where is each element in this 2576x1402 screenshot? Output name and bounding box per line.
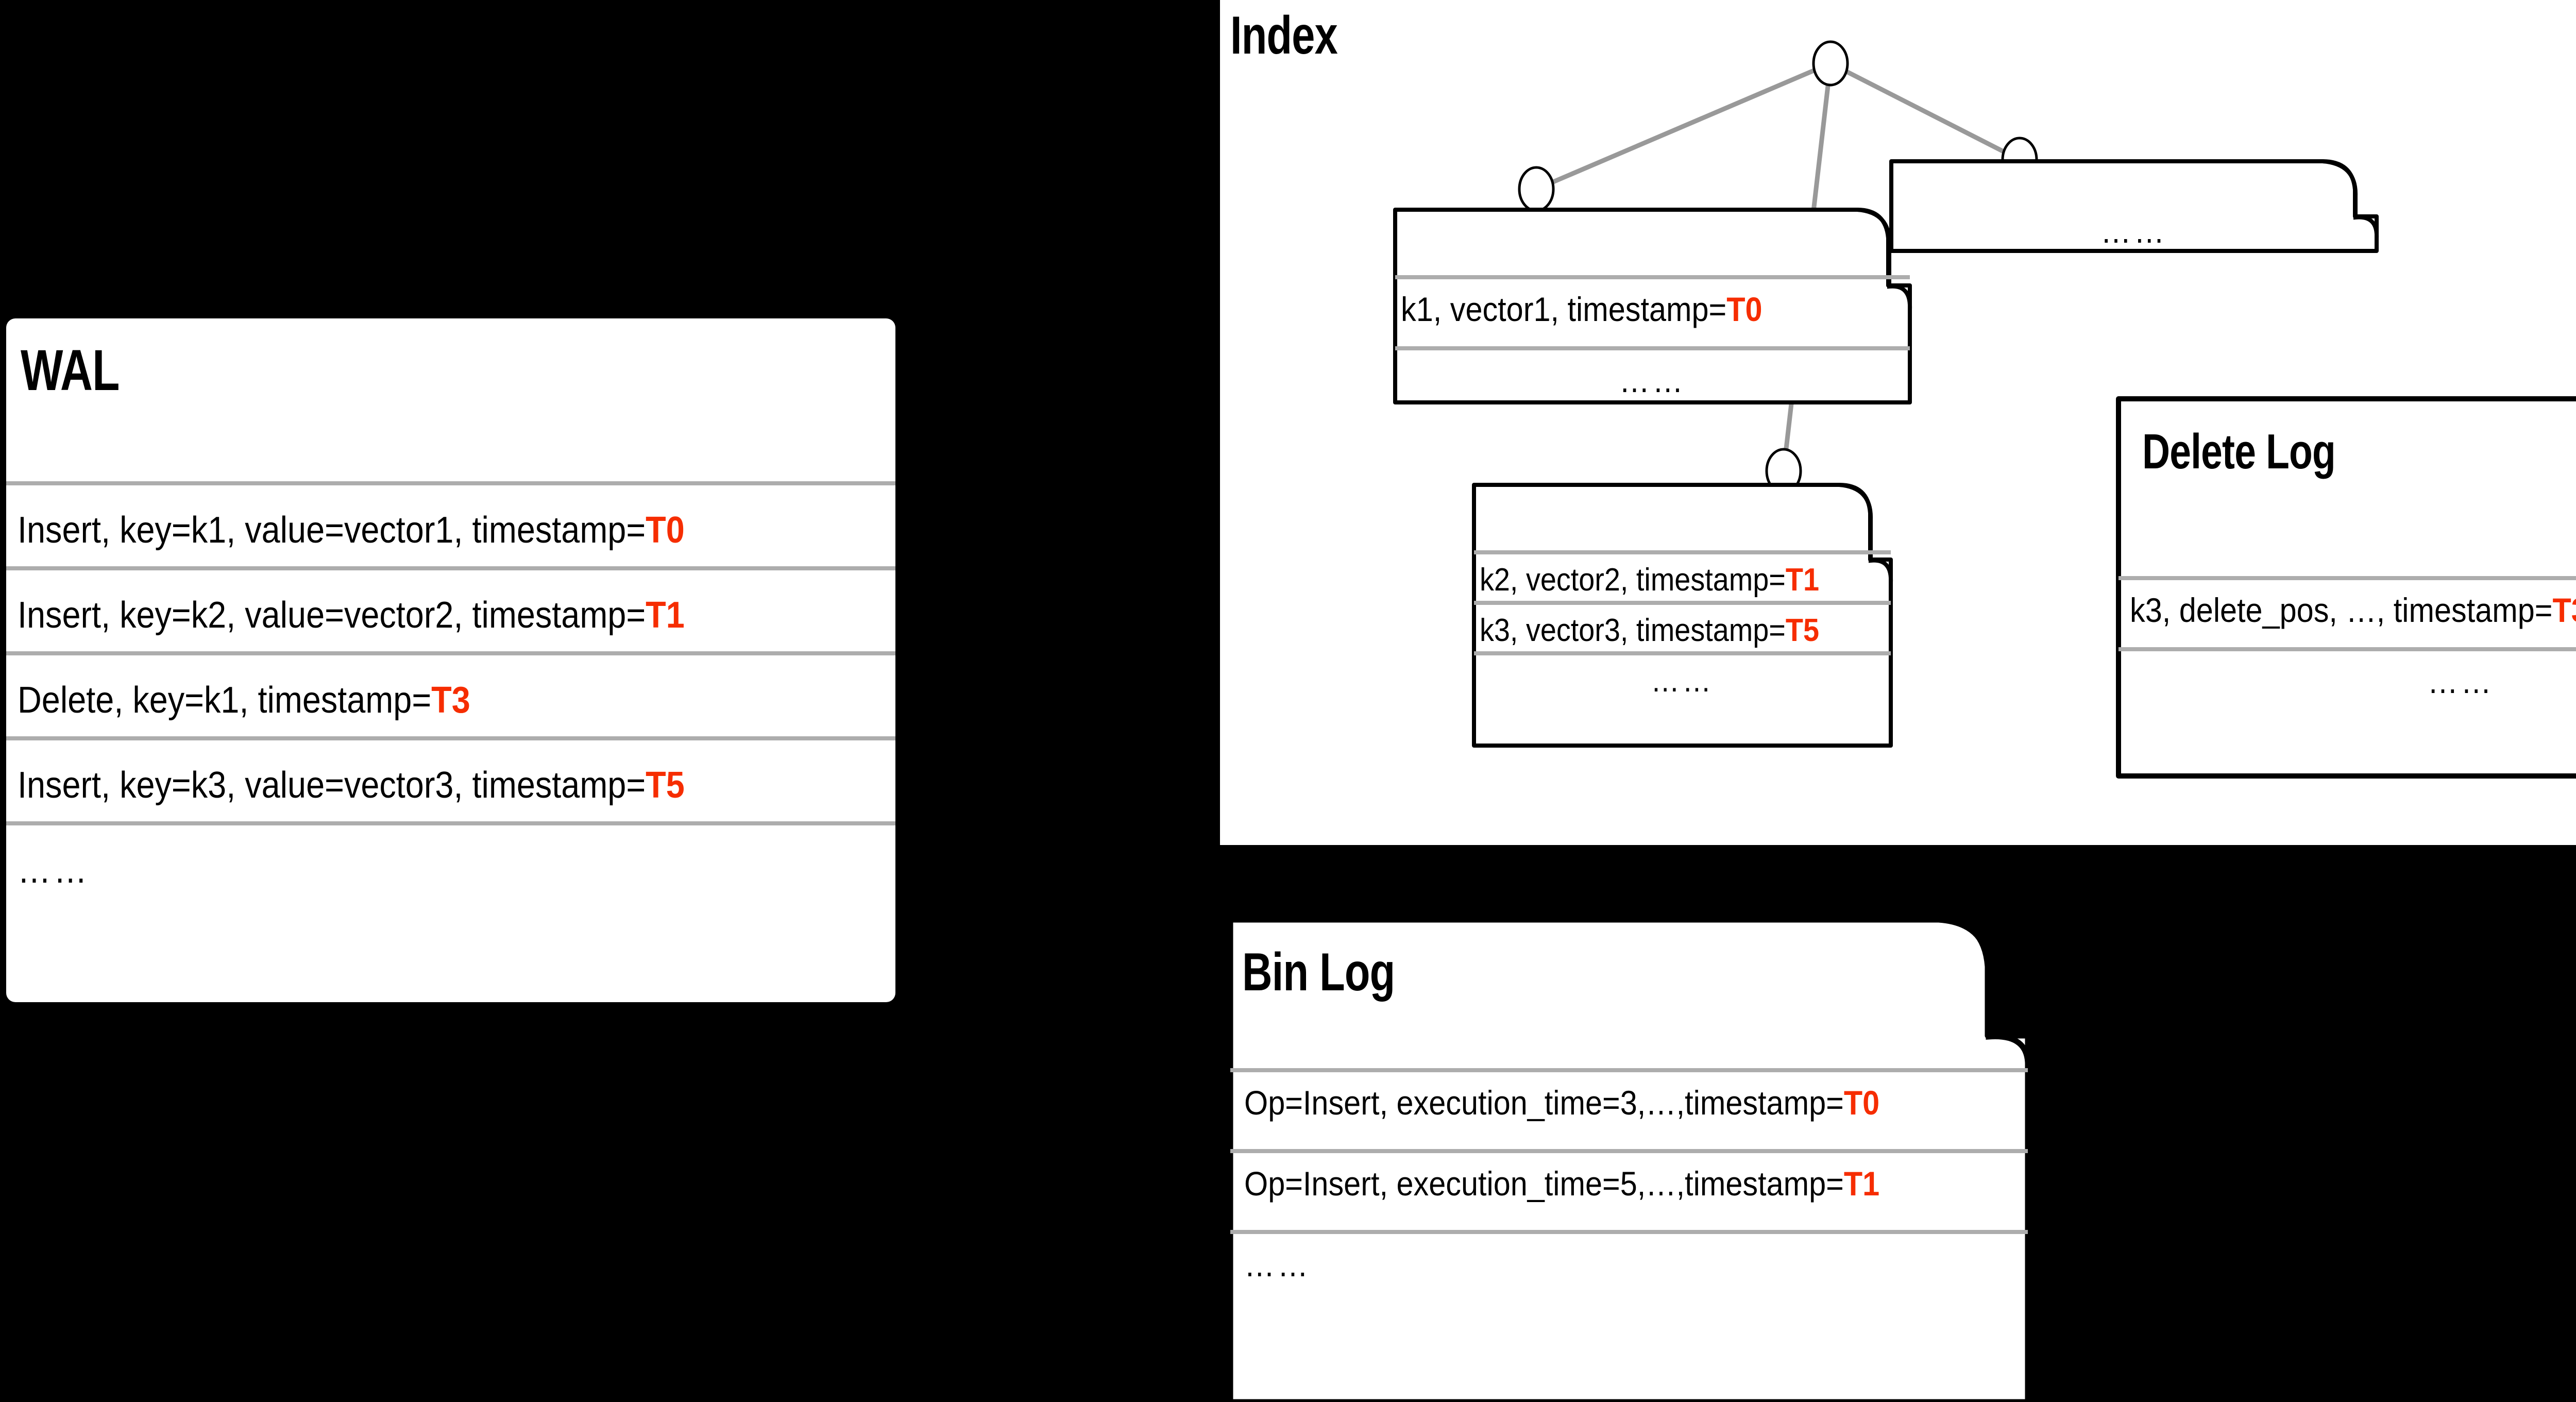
wal-row-text: Insert, key=k2, value=vector2, timestamp…: [18, 595, 646, 636]
wal-row: Insert, key=k1, value=vector1, timestamp…: [18, 509, 685, 551]
wal-panel: WAL Insert, key=k1, value=vector1, times…: [6, 318, 895, 1002]
index-title: Index: [1230, 6, 1338, 65]
wal-separator: [6, 566, 895, 570]
segment-row-timestamp: T5: [1785, 613, 1820, 648]
wal-row-text: ……: [18, 850, 90, 891]
segment-row-text: k2, vector2, timestamp=: [1480, 562, 1786, 598]
wal-separator: [6, 651, 895, 655]
segment-row: ……: [1494, 663, 1872, 699]
index-segment-left: k1, vector1, timestamp=T0 ……: [1393, 208, 1912, 404]
segment-separator: [1474, 550, 1891, 554]
wal-row: Insert, key=k3, value=vector3, timestamp…: [18, 764, 685, 806]
delete-log-row-timestamp: T3: [2552, 591, 2576, 629]
segment-row: k1, vector1, timestamp=T0: [1401, 290, 1762, 329]
segment-row-text: ……: [2100, 212, 2167, 250]
tree-edge-root-right: [1829, 61, 2021, 162]
bin-log-row-text: ……: [1244, 1245, 1311, 1283]
wal-row-timestamp: T0: [646, 510, 685, 551]
folded-corner: [1839, 483, 1893, 583]
wal-row-timestamp: T5: [646, 765, 685, 806]
bin-log-separator: [1230, 1230, 2028, 1234]
wal-separator: [6, 736, 895, 740]
bin-log-row-text: Op=Insert, execution_time=5,…,timestamp=: [1244, 1164, 1844, 1203]
wal-title: WAL: [21, 338, 120, 402]
segment-row: k3, vector3, timestamp=T5: [1480, 612, 1819, 649]
page-outline: [2116, 396, 2576, 779]
delete-log-panel: Delete Log k3, delete_pos, …, timestamp=…: [2116, 396, 2576, 779]
bin-log-separator: [1230, 1068, 2028, 1072]
segment-row: ……: [1419, 361, 1886, 400]
delete-log-row-text: k3, delete_pos, …, timestamp=: [2130, 591, 2553, 629]
bin-log-row: Op=Insert, execution_time=3,…,timestamp=…: [1244, 1083, 1879, 1122]
wal-row-timestamp: T3: [431, 680, 470, 721]
bin-log-row: ……: [1244, 1245, 1311, 1284]
segment-row-text: k1, vector1, timestamp=: [1401, 290, 1727, 328]
bin-log-row-timestamp: T0: [1843, 1084, 1880, 1122]
wal-row: ……: [18, 849, 90, 891]
segment-separator: [1395, 346, 1910, 350]
segment-separator: [1474, 601, 1891, 605]
bin-log-row-timestamp: T1: [1843, 1164, 1880, 1203]
segment-row-text: ……: [1619, 361, 1686, 399]
bin-log-title: Bin Log: [1242, 942, 1395, 1002]
index-segment-right: ……: [1889, 159, 2379, 253]
bin-log-panel: Bin Log Op=Insert, execution_time=3,…,ti…: [1227, 917, 2031, 1402]
segment-row-timestamp: T0: [1726, 290, 1762, 328]
tree-node-root: [1812, 40, 1849, 87]
tree-edge-root-left: [1535, 61, 1832, 192]
delete-log-row: ……: [2151, 662, 2576, 701]
wal-row: Insert, key=k2, value=vector2, timestamp…: [18, 594, 685, 636]
segment-row-text: k3, vector3, timestamp=: [1480, 613, 1786, 648]
wal-row: Delete, key=k1, timestamp=T3: [18, 679, 470, 721]
delete-log-separator: [2119, 647, 2576, 651]
index-panel: Index k1, vector1, timestamp=T0 ……: [1220, 0, 2576, 845]
bin-log-separator: [1230, 1149, 2028, 1153]
bin-log-row-text: Op=Insert, execution_time=3,…,timestamp=: [1244, 1084, 1844, 1122]
delete-log-separator: [2119, 576, 2576, 580]
segment-row: k2, vector2, timestamp=T1: [1480, 562, 1819, 598]
segment-separator: [1474, 651, 1891, 655]
wal-separator: [6, 821, 895, 825]
index-segment-bottom: k2, vector2, timestamp=T1 k3, vector3, t…: [1472, 483, 1893, 748]
tree-node-left: [1518, 166, 1555, 212]
segment-row-timestamp: T1: [1785, 562, 1820, 598]
delete-log-row: k3, delete_pos, …, timestamp=T3: [2130, 590, 2576, 630]
folded-corner: [1938, 917, 2031, 1068]
segment-separator: [1395, 275, 1910, 279]
wal-row-timestamp: T1: [646, 595, 685, 636]
segment-row-text: ……: [1651, 663, 1714, 699]
delete-log-row-text: ……: [2427, 662, 2495, 700]
folded-corner: [2322, 159, 2379, 239]
delete-log-title: Delete Log: [2142, 424, 2336, 479]
bin-log-row: Op=Insert, execution_time=5,…,timestamp=…: [1244, 1164, 1879, 1203]
wal-separator: [6, 481, 895, 485]
wal-row-text: Delete, key=k1, timestamp=: [18, 680, 432, 721]
segment-row: ……: [1914, 211, 2353, 250]
wal-row-text: Insert, key=k1, value=vector1, timestamp…: [18, 510, 646, 551]
wal-row-text: Insert, key=k3, value=vector3, timestamp…: [18, 765, 646, 806]
